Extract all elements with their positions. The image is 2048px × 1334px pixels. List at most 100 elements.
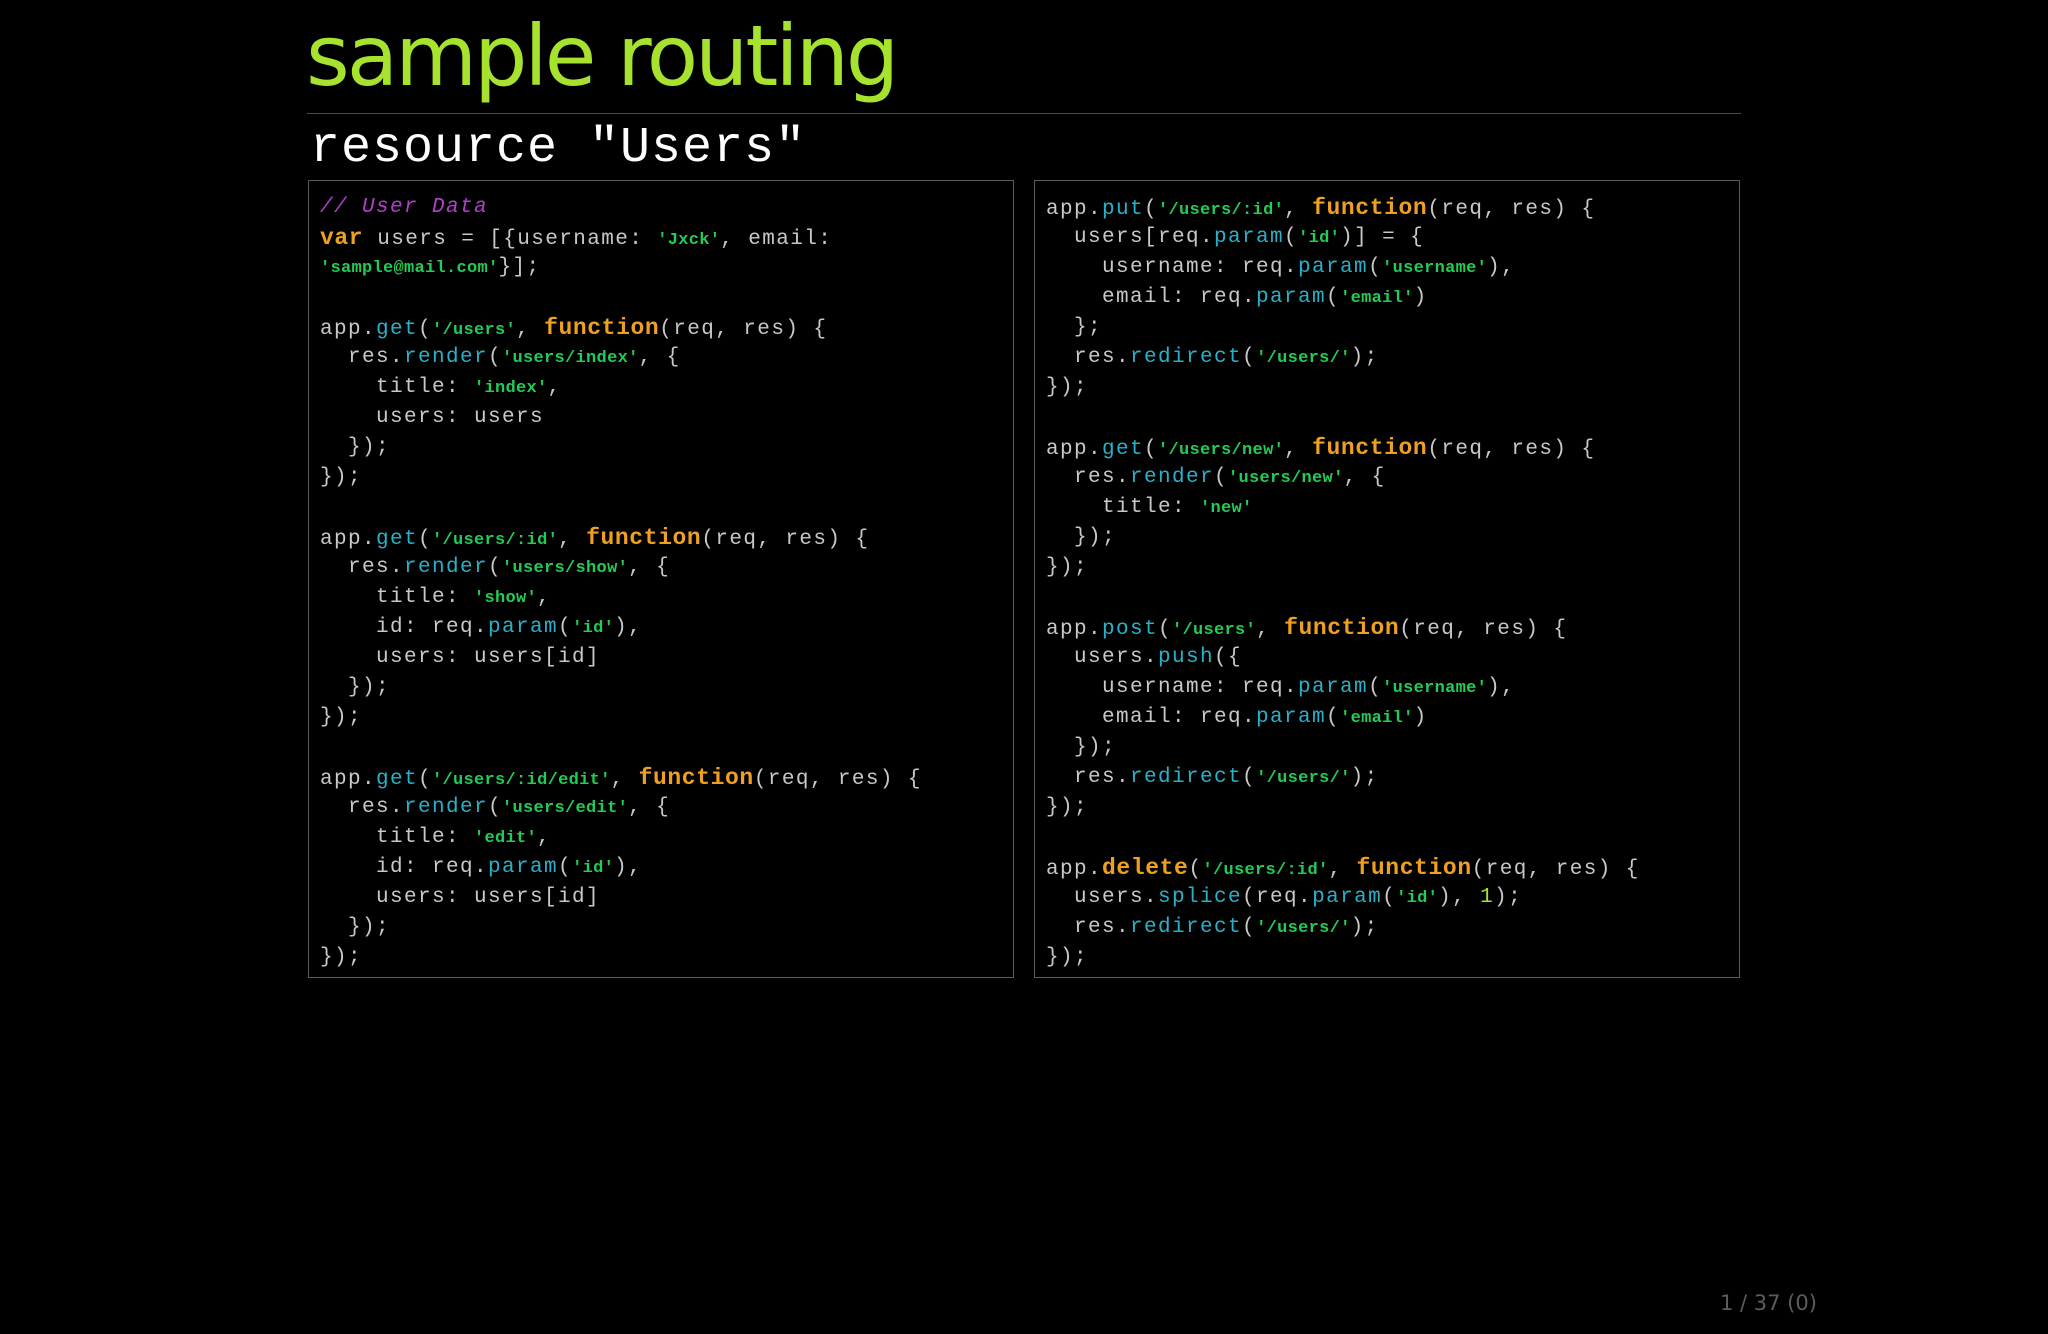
- code-line: });: [1046, 943, 1739, 973]
- code-text: (req, res) {: [1471, 858, 1640, 881]
- string-token: 'users/index': [502, 349, 639, 368]
- code-text: });: [320, 436, 391, 459]
- code-line: });: [1046, 553, 1739, 583]
- code-text: res.: [1046, 466, 1131, 489]
- code-text: ,: [537, 826, 552, 849]
- string-token: 'username': [1382, 259, 1488, 278]
- code-text: title:: [320, 376, 475, 399]
- code-line: res.render('users/index', {: [320, 343, 1013, 373]
- code-line: users.push({: [1046, 643, 1739, 673]
- code-text: res.: [320, 556, 405, 579]
- code-text: (: [1368, 256, 1383, 279]
- method-token: param: [1298, 256, 1369, 279]
- code-line: [320, 493, 1013, 523]
- code-line: [1046, 583, 1739, 613]
- code-text: });: [320, 946, 363, 969]
- code-text: (: [1326, 706, 1341, 729]
- code-text: ({: [1214, 646, 1243, 669]
- keyword-token: function: [1284, 615, 1400, 641]
- code-line: // User Data: [320, 193, 1013, 223]
- code-text: );: [1494, 886, 1523, 909]
- code-line: res.redirect('/users/');: [1046, 913, 1739, 943]
- code-text: users = [{username:: [363, 228, 658, 251]
- code-line: });: [320, 913, 1013, 943]
- code-text: id: req.: [320, 616, 489, 639]
- code-text: ): [1413, 706, 1428, 729]
- code-text: });: [1046, 376, 1089, 399]
- code-text: ,: [610, 768, 639, 791]
- method-token: render: [404, 796, 489, 819]
- string-token: 'show': [474, 589, 538, 608]
- code-text: (: [1368, 676, 1383, 699]
- code-line: res.redirect('/users/');: [1046, 343, 1739, 373]
- string-token: 'username': [1382, 679, 1488, 698]
- method-token: put: [1102, 198, 1145, 221]
- code-line: });: [320, 463, 1013, 493]
- code-text: , {: [628, 556, 671, 579]
- number-token: 1: [1480, 886, 1495, 909]
- code-text: (: [1284, 226, 1299, 249]
- code-text: email: req.: [1046, 706, 1257, 729]
- string-token: 'id': [1396, 889, 1439, 908]
- method-token: render: [404, 556, 489, 579]
- code-text: users: users[id]: [320, 886, 601, 909]
- code-text: (: [418, 318, 433, 341]
- method-token: post: [1102, 618, 1159, 641]
- code-line: app.post('/users', function(req, res) {: [1046, 613, 1739, 643]
- string-token: '/users/': [1256, 769, 1351, 788]
- string-token: '/users/:id': [1158, 201, 1285, 220]
- string-token: 'edit': [474, 829, 538, 848]
- code-text: (req.: [1242, 886, 1313, 909]
- code-text: res.: [1046, 766, 1131, 789]
- code-line: users: users: [320, 403, 1013, 433]
- code-line: app.put('/users/:id', function(req, res)…: [1046, 193, 1739, 223]
- code-line: id: req.param('id'),: [320, 853, 1013, 883]
- keyword-token: function: [1312, 195, 1428, 221]
- method-token: get: [1102, 438, 1145, 461]
- code-line: email: req.param('email'): [1046, 283, 1739, 313]
- string-token: 'Jxck': [657, 231, 721, 250]
- string-token: 'index': [474, 379, 548, 398]
- string-token: 'users/edit': [502, 799, 629, 818]
- code-text: users: users[id]: [320, 646, 601, 669]
- code-text: ,: [547, 376, 562, 399]
- code-line: [320, 283, 1013, 313]
- code-text: (: [1214, 466, 1229, 489]
- keyword-token: function: [638, 765, 754, 791]
- code-text: });: [1046, 796, 1089, 819]
- code-line: id: req.param('id'),: [320, 613, 1013, 643]
- code-text: }];: [498, 256, 541, 279]
- code-text: (: [488, 346, 503, 369]
- method-token: push: [1158, 646, 1215, 669]
- string-token: 'id': [572, 859, 615, 878]
- method-token: param: [1256, 706, 1327, 729]
- method-token: param: [1256, 286, 1327, 309]
- code-text: app.: [320, 528, 377, 551]
- code-line: });: [1046, 523, 1739, 553]
- code-text: app.: [320, 768, 377, 791]
- code-text: (: [558, 616, 573, 639]
- code-line: app.delete('/users/:id', function(req, r…: [1046, 853, 1739, 883]
- code-text: app.: [1046, 198, 1103, 221]
- code-line: users: users[id]: [320, 643, 1013, 673]
- code-line: app.get('/users/new', function(req, res)…: [1046, 433, 1739, 463]
- code-text: res.: [320, 796, 405, 819]
- code-text: ,: [558, 528, 587, 551]
- code-text: (: [1242, 346, 1257, 369]
- string-token: '/users': [1172, 621, 1257, 640]
- code-line: title: 'new': [1046, 493, 1739, 523]
- keyword-token: var: [320, 225, 364, 251]
- code-line: username: req.param('username'),: [1046, 253, 1739, 283]
- method-token: param: [1298, 676, 1369, 699]
- string-token: 'id': [1298, 229, 1341, 248]
- code-line: [320, 733, 1013, 763]
- title-divider: [307, 113, 1741, 114]
- code-text: (: [418, 528, 433, 551]
- code-text: (req, res) {: [701, 528, 870, 551]
- code-text: title:: [320, 826, 475, 849]
- code-text: (: [1144, 198, 1159, 221]
- code-line: res.render('users/new', {: [1046, 463, 1739, 493]
- code-text: (: [488, 556, 503, 579]
- method-token: get: [376, 528, 419, 551]
